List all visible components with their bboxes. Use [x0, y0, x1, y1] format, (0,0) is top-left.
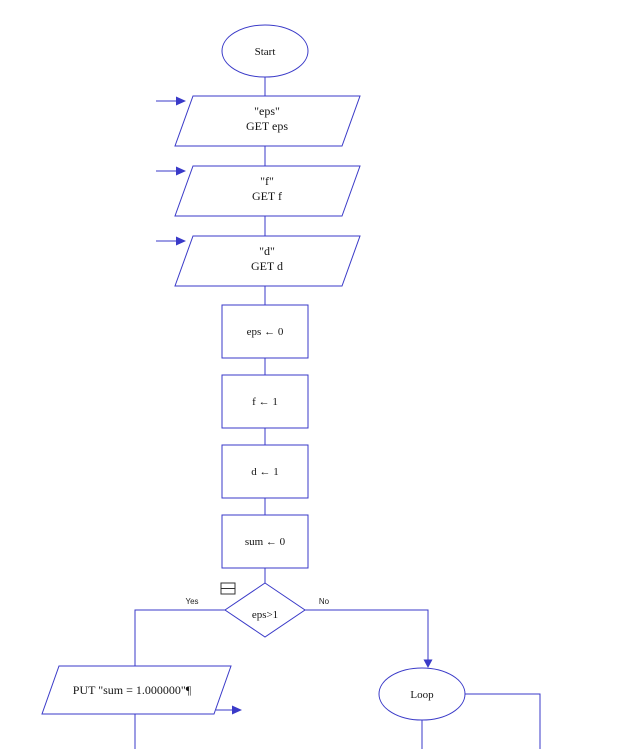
assign-node-f[interactable] [221, 374, 309, 429]
assign-node-eps[interactable] [221, 304, 309, 359]
yes-label: Yes [185, 597, 198, 606]
connector-decision-yes-branch [134, 609, 225, 666]
input-f-action: GET f [252, 189, 282, 203]
input-d-prompt: "d" [259, 244, 275, 258]
input-eps-prompt: "eps" [254, 104, 280, 118]
decision-label: eps>1 [252, 609, 278, 621]
output-arrow-icon-sum [232, 705, 242, 715]
input-d-action: GET d [251, 259, 283, 273]
connector-decision-no-branch [305, 609, 429, 663]
no-label: No [319, 597, 330, 606]
assign-node-sum[interactable] [221, 514, 309, 569]
assign-sum-label: sum ← 0 [245, 536, 286, 548]
input-node-eps[interactable] [174, 95, 361, 147]
input-node-d[interactable] [174, 235, 361, 287]
start-label: Start [255, 46, 276, 58]
loop-node[interactable] [378, 667, 466, 721]
input-f-prompt: "f" [260, 174, 274, 188]
input-arrow-icon-f [176, 166, 186, 176]
assign-f-label: f ← 1 [252, 396, 278, 408]
input-arrow-icon-eps [176, 96, 186, 106]
start-node[interactable] [221, 24, 309, 78]
output-sum-label: PUT "sum = 1.000000"¶ [73, 683, 192, 697]
input-eps-action: GET eps [246, 119, 288, 133]
output-node-sum[interactable] [41, 665, 232, 715]
assign-d-label: d ← 1 [251, 466, 279, 478]
arrowhead-into-loop-icon [423, 659, 433, 668]
collapse-icon[interactable] [220, 582, 236, 595]
input-arrow-icon-d [176, 236, 186, 246]
assign-node-d[interactable] [221, 444, 309, 499]
input-node-f[interactable] [174, 165, 361, 217]
connector-loop-right-down [465, 693, 541, 749]
assign-eps-label: eps ← 0 [247, 326, 284, 338]
loop-label: Loop [410, 689, 434, 701]
decision-node[interactable] [224, 582, 306, 638]
